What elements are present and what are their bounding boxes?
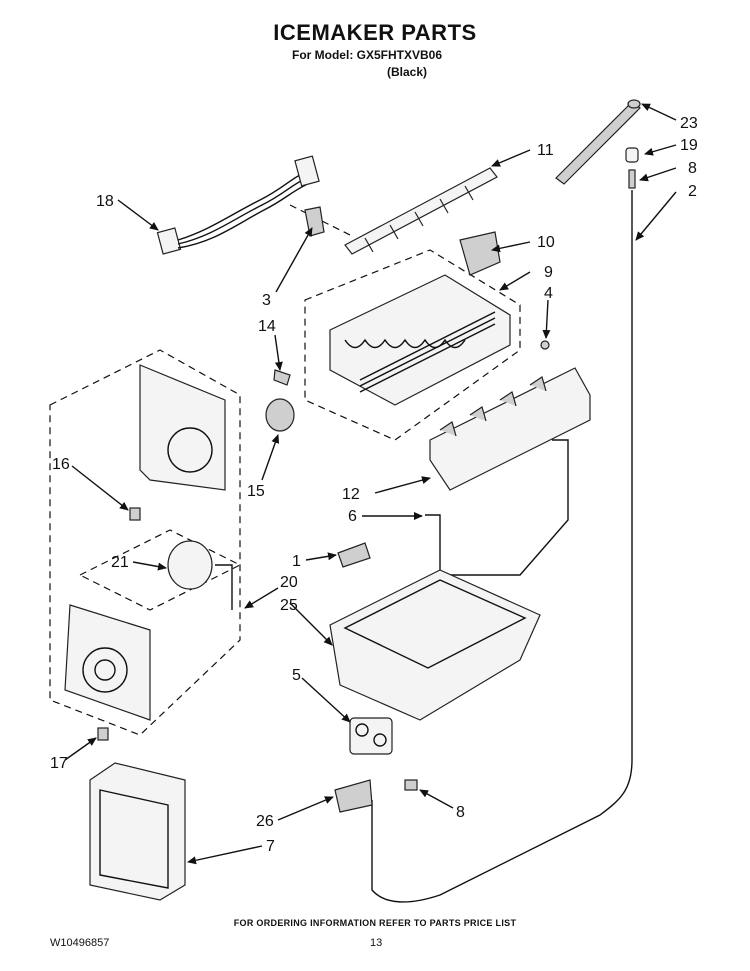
callout-8-top: 8 xyxy=(688,160,697,177)
callout-5: 5 xyxy=(292,667,301,684)
callout-14: 14 xyxy=(258,318,276,335)
callout-10: 10 xyxy=(537,234,555,251)
wire-harness xyxy=(156,155,351,255)
callout-8-bottom: 8 xyxy=(456,804,465,821)
callout-16: 16 xyxy=(52,456,70,473)
screw-16 xyxy=(129,507,141,521)
wire-clip xyxy=(304,206,325,237)
callout-26: 26 xyxy=(256,813,274,830)
callout-15: 15 xyxy=(247,483,265,500)
screw-17 xyxy=(97,727,109,741)
callout-4: 4 xyxy=(544,285,553,302)
valve-bracket xyxy=(334,779,373,813)
ice-stripper xyxy=(429,367,591,491)
water-valve xyxy=(349,717,393,755)
callout-2: 2 xyxy=(688,183,697,200)
callout-12: 12 xyxy=(342,486,360,503)
bin-front xyxy=(89,762,186,901)
thermostat xyxy=(265,398,295,432)
shim xyxy=(337,542,371,568)
fill-tube-assembly xyxy=(371,99,641,903)
control-module xyxy=(139,364,226,491)
shutoff-arm xyxy=(425,439,569,576)
mounting-screw xyxy=(540,340,550,350)
callout-6: 6 xyxy=(348,508,357,525)
document-number: W10496857 xyxy=(50,937,110,949)
motor xyxy=(167,540,233,610)
callout-17: 17 xyxy=(50,755,68,772)
thermostat-clip xyxy=(273,369,291,386)
callout-9: 9 xyxy=(544,264,553,281)
control-base xyxy=(64,604,151,721)
callout-3: 3 xyxy=(262,292,271,309)
page-title: ICEMAKER PARTS xyxy=(273,20,477,45)
ice-bin xyxy=(329,569,541,721)
callout-21: 21 xyxy=(111,554,129,571)
callout-numbers: 23 19 8 2 11 18 10 9 4 3 14 16 15 12 6 1… xyxy=(50,115,698,855)
callout-23: 23 xyxy=(680,115,698,132)
callout-25: 25 xyxy=(280,597,298,614)
leader-lines xyxy=(64,103,677,865)
valve-screw xyxy=(404,779,418,791)
shutoff-arm-housing xyxy=(459,231,501,276)
ordering-note: FOR ORDERING INFORMATION REFER TO PARTS … xyxy=(233,918,517,928)
ejector xyxy=(344,167,498,255)
callout-20: 20 xyxy=(280,574,298,591)
icemaker-mold xyxy=(329,274,511,406)
callout-18: 18 xyxy=(96,193,114,210)
callout-7: 7 xyxy=(266,838,275,855)
callout-11: 11 xyxy=(537,142,554,159)
model-color: (Black) xyxy=(386,65,427,79)
callout-19: 19 xyxy=(680,137,698,154)
callout-1: 1 xyxy=(292,553,301,570)
model-number: For Model: GX5FHTXVB06 xyxy=(291,48,443,62)
page-number: 13 xyxy=(370,937,383,949)
